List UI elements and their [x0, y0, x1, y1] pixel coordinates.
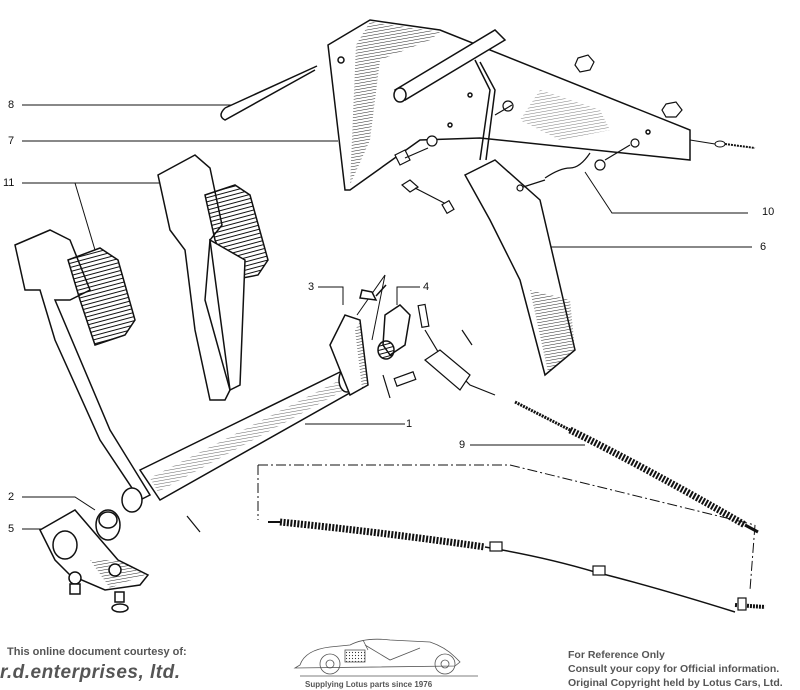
lotus-car-logo	[293, 638, 478, 677]
notice-line-3: Original Copyright held by Lotus Cars, L…	[568, 677, 783, 689]
company-name: r.d.enterprises, ltd.	[0, 662, 181, 683]
assembly-boundary	[257, 464, 756, 591]
lower-cable	[268, 518, 766, 613]
notice-line-2: Consult your copy for Official informati…	[568, 663, 780, 675]
throttle-pedal	[463, 59, 576, 377]
bracket-fasteners	[394, 54, 683, 215]
callout-4: 4	[423, 281, 430, 293]
callout-5: 5	[8, 523, 15, 535]
courtesy-text: This online document courtesy of:	[7, 646, 187, 658]
callout-7: 7	[8, 135, 15, 147]
pivot-bracket	[329, 284, 387, 397]
cross-shaft	[121, 367, 357, 513]
throttle-cable-end	[689, 139, 756, 149]
notice-line-1: For Reference Only	[568, 649, 665, 661]
leader-3-4-split-b	[371, 274, 386, 341]
callout-3: 3	[308, 281, 315, 293]
cable-clevis	[186, 303, 496, 533]
split-pin	[220, 65, 318, 121]
callout-2: 2	[8, 491, 15, 503]
tagline: Supplying Lotus parts since 1976	[305, 680, 433, 689]
leader-10	[584, 171, 748, 214]
shaft-bracket	[39, 509, 150, 613]
callout-8: 8	[8, 99, 15, 111]
leader-4	[396, 286, 420, 305]
leader-11b	[74, 182, 96, 251]
clutch-pedal	[157, 154, 269, 401]
callout-1: 1	[406, 418, 413, 430]
leader-3	[318, 286, 344, 305]
callout-10: 10	[762, 206, 775, 218]
clutch-cable	[514, 400, 759, 534]
brake-pedal	[14, 229, 152, 501]
callout-11: 11	[3, 177, 15, 189]
bracket-pivot-tube	[393, 29, 507, 103]
reference-notice: For Reference Only Consult your copy for…	[568, 648, 783, 690]
callout-9: 9	[459, 439, 466, 451]
callout-6: 6	[760, 241, 767, 253]
shaft-bush	[95, 509, 121, 541]
leader-2	[22, 496, 96, 511]
pivot-bush	[377, 304, 411, 360]
